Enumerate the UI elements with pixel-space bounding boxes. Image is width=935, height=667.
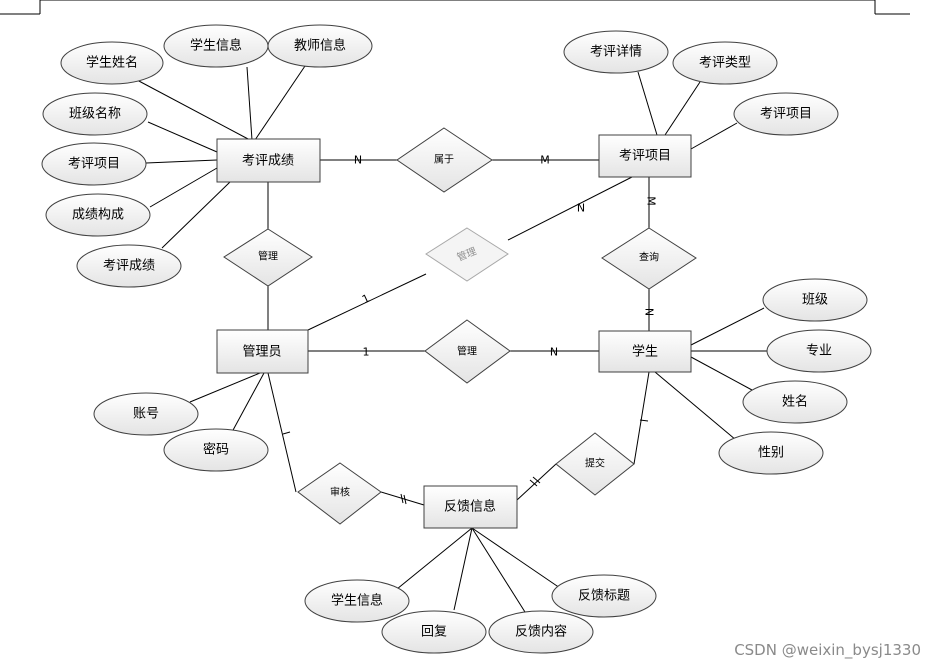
attributes-student: 班级 专业 姓名 性别 xyxy=(718,278,872,475)
watermark: CSDN @weixin_bysj1330 xyxy=(734,641,921,659)
relationship-belongs-label: 属于 xyxy=(434,154,454,166)
connector-lines xyxy=(136,65,767,613)
attr-class: 班级 xyxy=(802,293,828,308)
entity-admin-label: 管理员 xyxy=(242,345,281,360)
page-corner-marks xyxy=(0,0,910,15)
attributes-admin: 账号 密码 xyxy=(93,392,269,472)
attr-score-composition: 成绩构成 xyxy=(72,208,124,223)
card-item-manage: N xyxy=(577,202,585,215)
relationship-manage-score-label: 管理 xyxy=(258,250,278,263)
relationship-query: 查询 xyxy=(601,227,697,290)
relationship-submit: 提交 xyxy=(555,432,635,496)
entity-item: 考评项目 xyxy=(598,134,692,178)
card-admin-manage-student: 1 xyxy=(363,346,370,359)
attr-fb-title: 反馈标题 xyxy=(578,589,630,604)
entity-admin: 管理员 xyxy=(216,329,309,374)
card-query-student: N xyxy=(643,308,656,316)
entity-feedback: 反馈信息 xyxy=(423,485,518,529)
entity-feedback-label: 反馈信息 xyxy=(444,499,496,515)
attr-major: 专业 xyxy=(806,344,832,359)
relationship-submit-label: 提交 xyxy=(585,457,605,470)
attr-fb-content: 反馈内容 xyxy=(515,624,567,640)
card-belongs-item: M xyxy=(540,154,550,167)
attr-student-info: 学生信息 xyxy=(190,38,242,54)
attr-name: 姓名 xyxy=(782,394,808,410)
entity-student-label: 学生 xyxy=(632,344,658,360)
relationship-review-label: 审核 xyxy=(330,486,350,499)
entity-score-label: 考评成绩 xyxy=(242,154,294,169)
cardinality-labels: N M N 1 M N 1 N xyxy=(354,154,658,359)
relationship-belongs: 属于 xyxy=(396,127,493,193)
relationship-manage-score: 管理 xyxy=(223,228,313,287)
relationship-manage-item: 管理 xyxy=(425,227,509,282)
entity-item-label: 考评项目 xyxy=(619,149,671,164)
attr-fb-student-info: 学生信息 xyxy=(331,593,383,609)
relationship-manage-student: 管理 xyxy=(424,319,511,384)
card-manage-student: N xyxy=(550,346,558,359)
attr-eval-item-name: 考评项目 xyxy=(760,107,812,122)
attr-student-name: 学生姓名 xyxy=(86,55,138,71)
attributes-score: 学生姓名 学生信息 教师信息 班级名称 考评项目 成绩构成 考评成绩 xyxy=(41,24,373,288)
entity-score: 考评成绩 xyxy=(216,138,321,183)
card-admin-manage-item: 1 xyxy=(360,292,372,307)
attr-eval-detail: 考评详情 xyxy=(590,45,642,60)
attr-gender: 性别 xyxy=(758,446,784,461)
attr-eval-item: 考评项目 xyxy=(68,157,120,172)
card-score-belongs: N xyxy=(354,154,362,167)
relationship-review: 审核 xyxy=(297,462,382,525)
attr-password: 密码 xyxy=(203,442,229,458)
attributes-item: 考评详情 考评类型 考评项目 xyxy=(563,30,839,136)
attr-reply: 回复 xyxy=(421,625,447,640)
relationship-query-label: 查询 xyxy=(639,251,659,264)
attributes-feedback: 学生信息 回复 反馈内容 反馈标题 xyxy=(304,574,657,654)
attr-account: 账号 xyxy=(133,407,159,422)
attr-eval-type: 考评类型 xyxy=(699,56,751,71)
attr-teacher-info: 教师信息 xyxy=(294,38,346,54)
card-item-query: M xyxy=(645,196,658,206)
attr-class-name: 班级名称 xyxy=(69,106,121,122)
tick-marks xyxy=(282,419,649,505)
attr-eval-score: 考评成绩 xyxy=(103,259,155,274)
relationship-manage-student-label: 管理 xyxy=(457,345,477,358)
entity-student: 学生 xyxy=(598,330,692,373)
